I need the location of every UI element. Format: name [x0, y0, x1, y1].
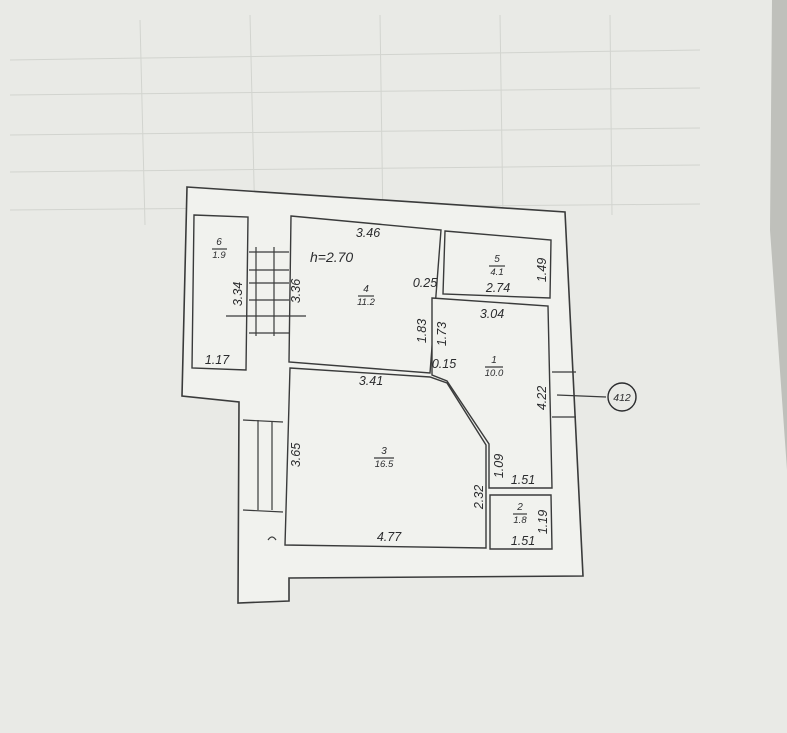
room-3-number: 3 — [381, 446, 387, 457]
unit-number: 412 — [613, 392, 631, 404]
background-table-ghost — [9, 14, 701, 226]
dim-room6-stair: 3.34 — [231, 282, 245, 306]
room-3-area: 16.5 — [375, 459, 394, 470]
room-2 — [489, 494, 553, 550]
dim-room4-left: 3.36 — [289, 279, 303, 303]
dim-room5-bottom: 2.74 — [485, 281, 510, 295]
room-4 — [288, 215, 442, 374]
dim-room1-diag: 1.09 — [492, 454, 506, 478]
dim-room1-bottom: 1.51 — [511, 473, 535, 487]
dim-room4-top: 3.46 — [356, 226, 380, 240]
dim-room3-left: 3.65 — [289, 443, 303, 467]
dim-room4-wall: 0.25 — [413, 276, 437, 290]
room-4-number: 4 — [363, 284, 369, 295]
dim-room3-top: 3.41 — [359, 374, 383, 388]
dim-room3-diag: 2.32 — [472, 485, 486, 510]
room-5-area: 4.1 — [490, 267, 503, 278]
door-mark — [267, 536, 277, 541]
room-6-number: 6 — [216, 237, 222, 248]
dim-room1-left: 1.73 — [435, 322, 449, 346]
room-6 — [191, 214, 249, 371]
room-1 — [431, 297, 553, 489]
dim-room6-bottom: 1.17 — [205, 353, 230, 367]
room-2-area: 1.8 — [513, 515, 527, 526]
room-6-area: 1.9 — [212, 250, 226, 261]
room-4-area: 11.2 — [357, 297, 376, 308]
dim-room5-right: 1.49 — [535, 258, 549, 282]
room-1-area: 10.0 — [485, 368, 504, 379]
room-5-number: 5 — [494, 254, 500, 265]
entrance-passage — [242, 419, 284, 513]
unit-number-circle — [607, 382, 637, 412]
dim-room2-bottom: 1.51 — [511, 534, 535, 548]
dim-room2-right: 1.19 — [536, 510, 550, 534]
dim-room1-corner: 0.15 — [432, 357, 456, 371]
dim-room1-top: 3.04 — [480, 307, 504, 321]
ceiling-height-label: h=2.70 — [310, 249, 353, 265]
dim-room1-right: 4.22 — [535, 386, 549, 410]
window-right — [552, 371, 607, 418]
dim-room4-right: 1.83 — [415, 319, 429, 343]
room-2-number: 2 — [516, 502, 523, 513]
dim-room3-bottom: 4.77 — [377, 530, 402, 544]
stair-lines — [226, 247, 306, 336]
room-5 — [442, 230, 552, 299]
room-1-number: 1 — [491, 355, 497, 366]
